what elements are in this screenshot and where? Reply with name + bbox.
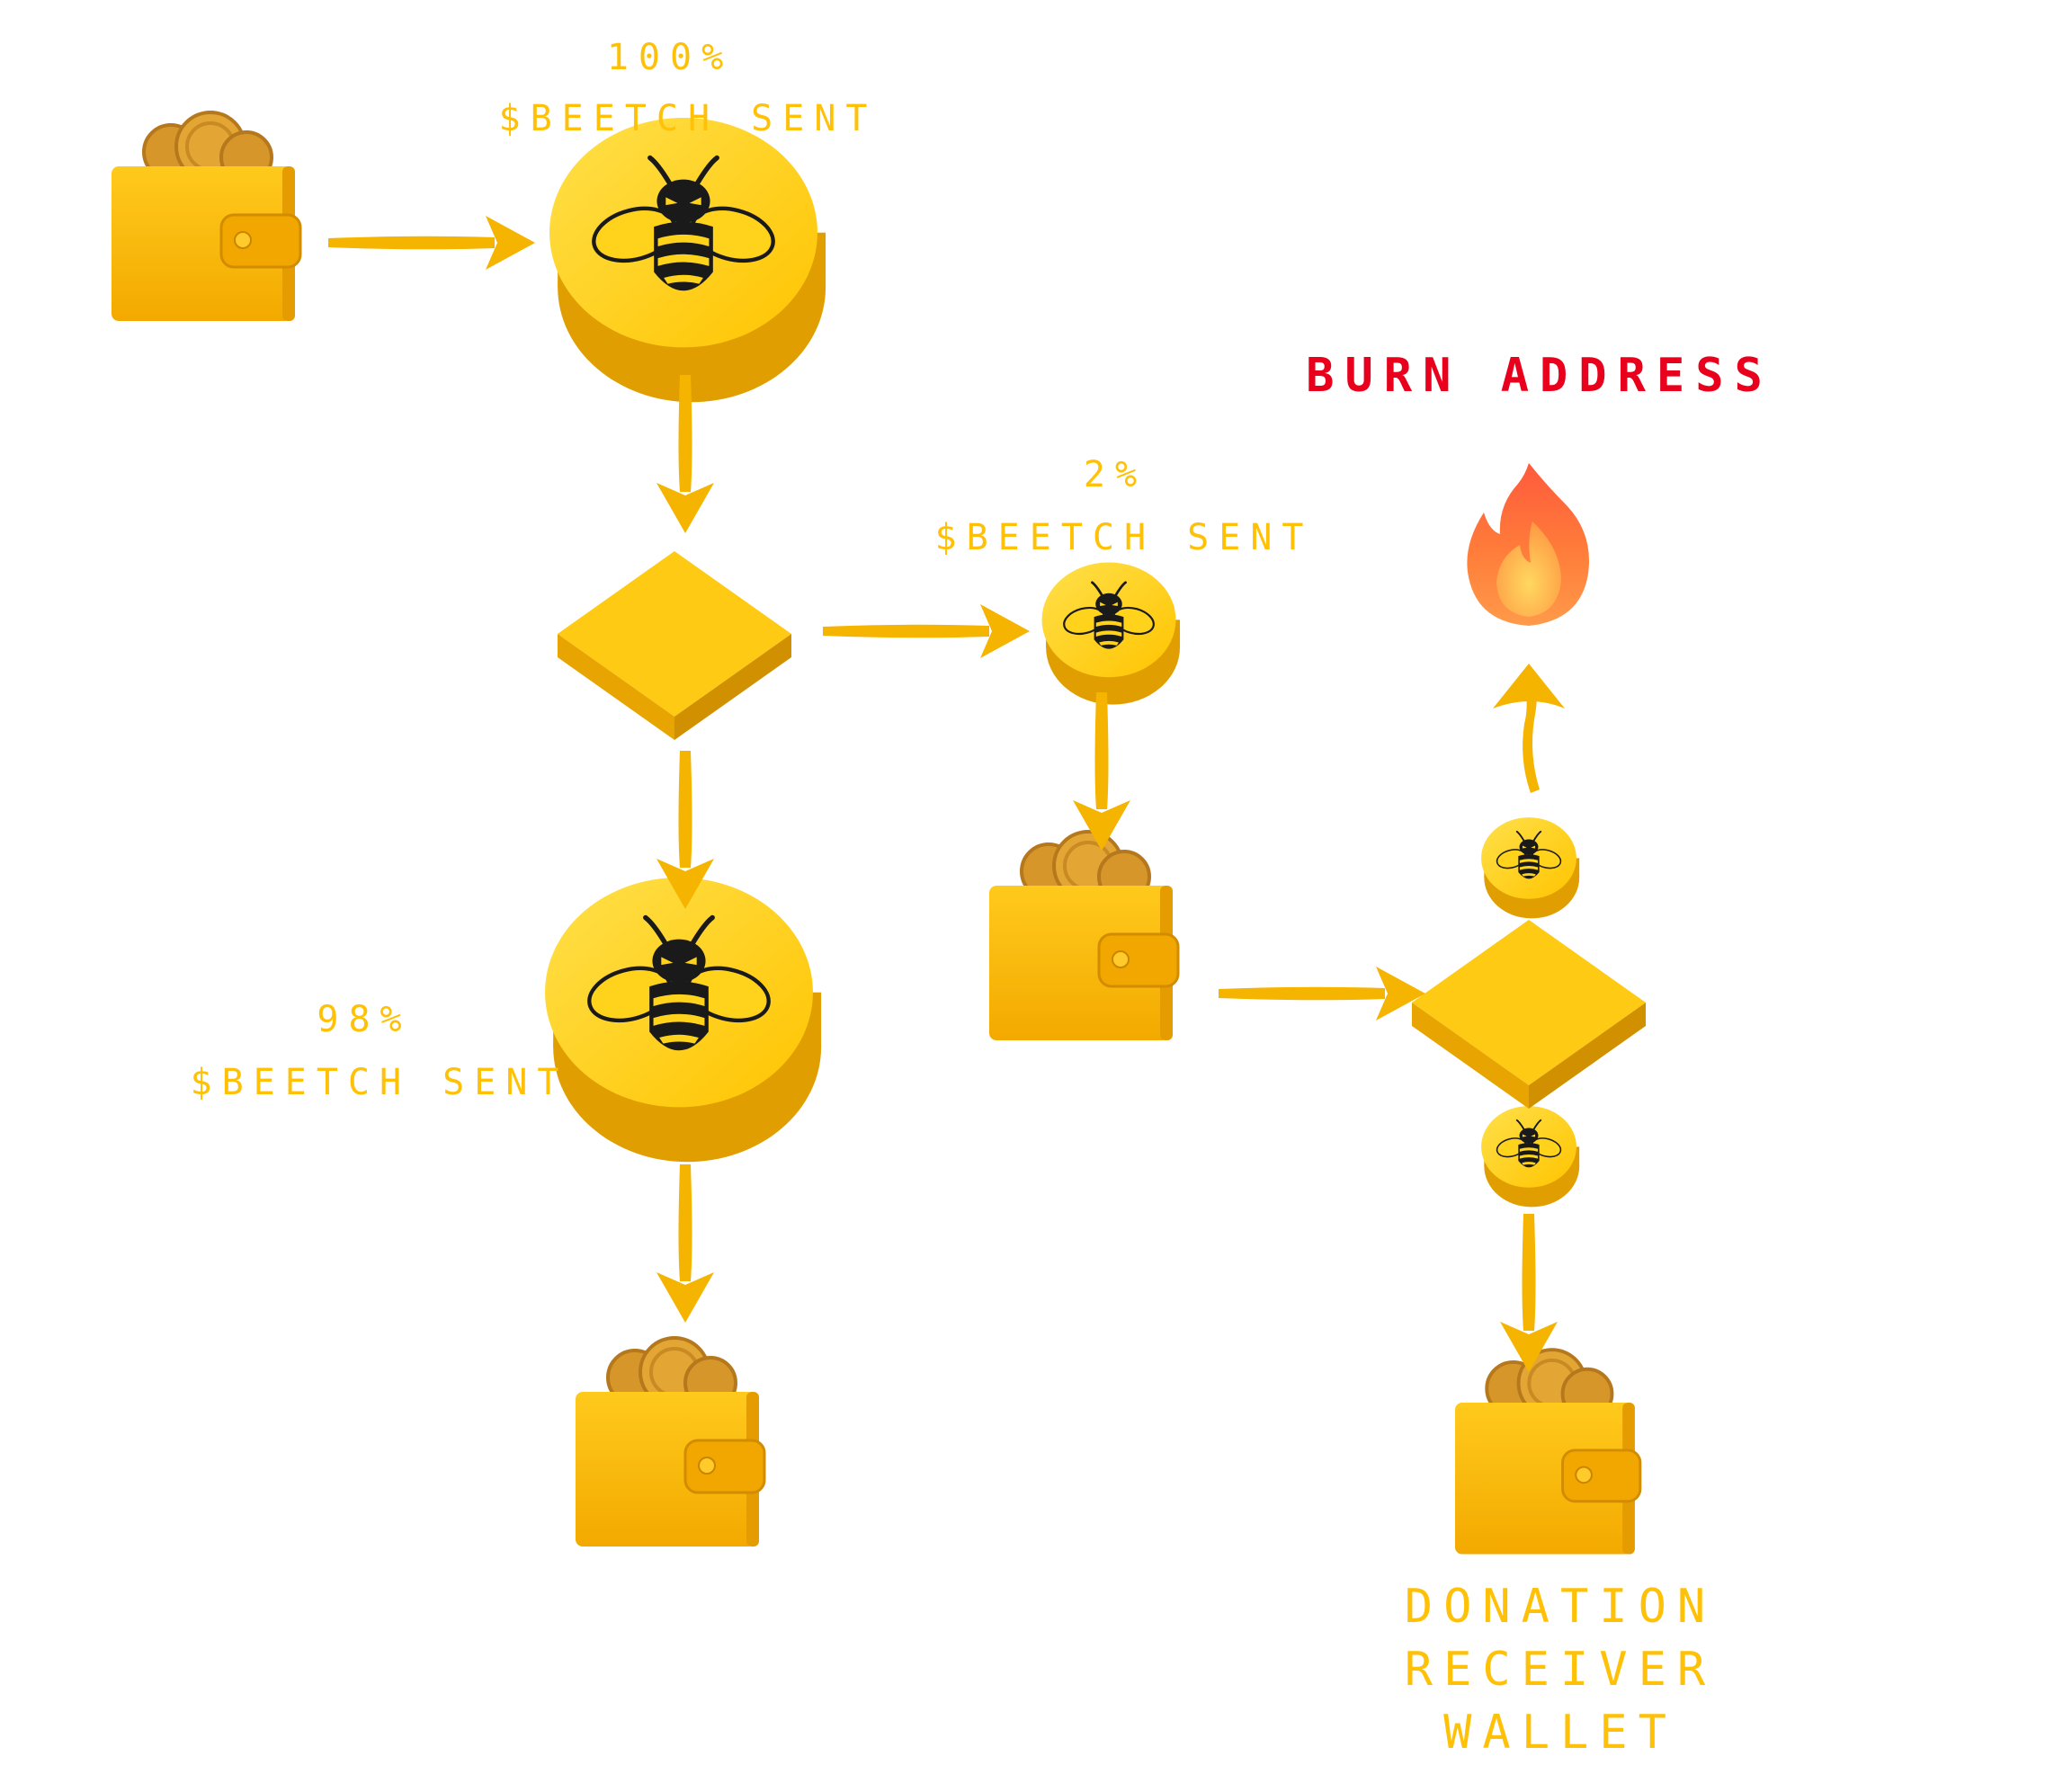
recipient-wallet-icon: [574, 1336, 766, 1548]
bee-coin-icon-left: [545, 878, 821, 1162]
diamond-router-icon-main: [558, 551, 791, 740]
token-flow-diagram: [110, 111, 1646, 1556]
arrow-icon: [823, 604, 1030, 658]
middle-wallet-icon: [987, 830, 1180, 1042]
burn-address-label: BURN ADDRESS: [1306, 349, 1773, 403]
mid-percent-label: 2%: [1083, 454, 1148, 495]
top-sent-label: $BEETCH SENT: [498, 98, 878, 139]
bee-coin-icon-mid: [1042, 563, 1181, 705]
donation-wallet-icon: [1453, 1348, 1642, 1556]
top-percent-label: 100%: [606, 37, 734, 78]
left-percent-label: 98%: [317, 999, 412, 1040]
fire-icon: [1467, 463, 1589, 626]
mid-sent-label: $BEETCH SENT: [934, 517, 1314, 558]
arrow-up-icon: [1493, 664, 1565, 793]
arrow-icon: [1073, 692, 1130, 851]
bee-coin-icon-top: [549, 118, 826, 402]
arrow-icon: [656, 1164, 714, 1323]
source-wallet-icon: [110, 111, 302, 323]
left-sent-label: $BEETCH SENT: [190, 1062, 569, 1103]
bee-coin-icon-donation: [1481, 1106, 1579, 1207]
donation-wallet-label: DONATION RECEIVER WALLET: [1404, 1580, 1717, 1761]
arrow-icon: [1219, 967, 1425, 1021]
diamond-router-icon-split: [1412, 920, 1646, 1109]
arrow-icon: [328, 216, 535, 270]
bee-coin-icon-burn: [1481, 817, 1579, 918]
